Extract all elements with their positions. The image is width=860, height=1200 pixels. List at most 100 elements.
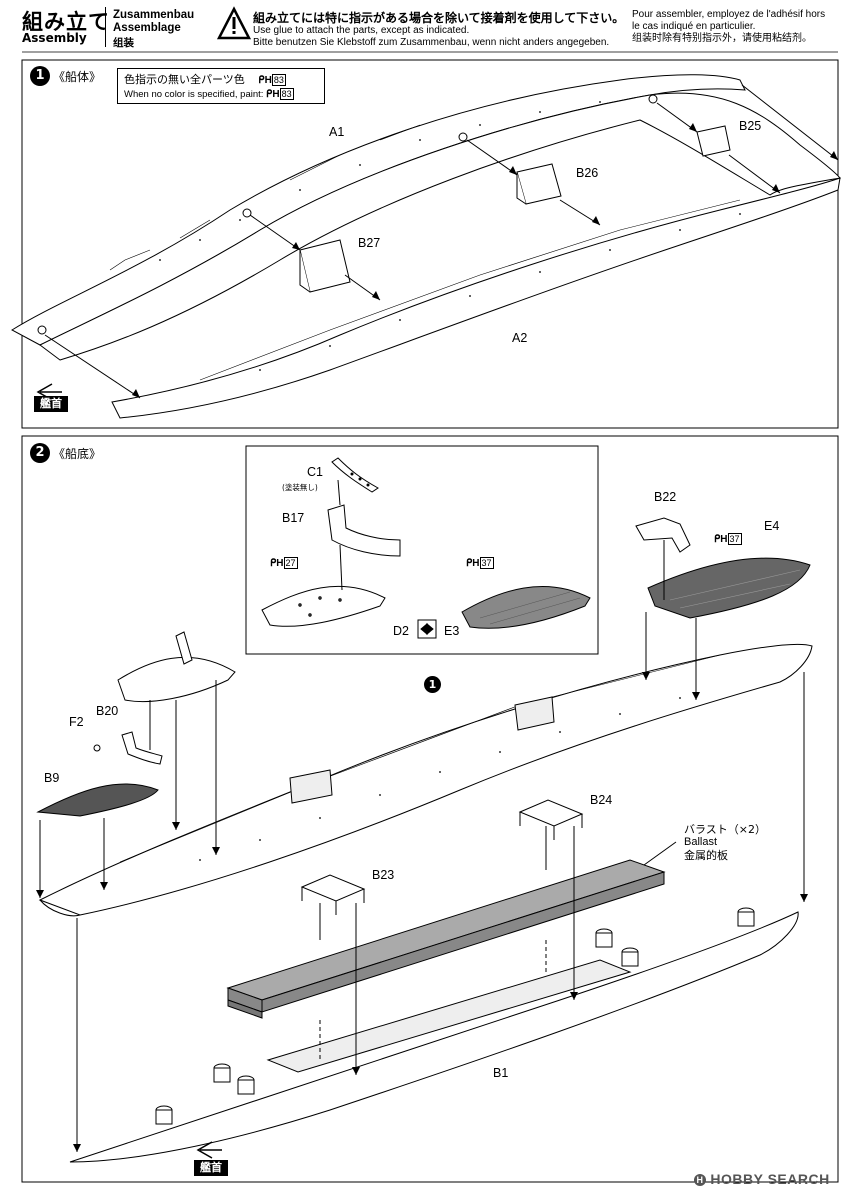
paint-prefix-37a: ᑭ [466, 558, 473, 569]
part-b24 [518, 799, 584, 840]
step2-label: 《船底》 [53, 447, 102, 461]
bow-arrow-icon-2 [196, 1141, 222, 1159]
part-b22 [635, 517, 691, 553]
assembly-title-cn: 组装 [113, 37, 134, 49]
bow-label-2: 艦首 [194, 1160, 228, 1176]
glue-note-fr-cn: Pour assembler, employez de l'adhésif ho… [632, 9, 825, 45]
paint-code: 83 [271, 74, 286, 86]
step2-frame [21, 435, 839, 1183]
label-f2: F2 [69, 715, 84, 729]
glue-note-en-de: Use glue to attach the parts, except as … [253, 25, 609, 48]
part-b23 [300, 874, 366, 915]
warning-triangle-icon [216, 6, 252, 40]
bulkhead-b25 [696, 125, 731, 157]
paint27-letter: H [276, 558, 284, 569]
step1-arrowheads [132, 123, 838, 398]
inset-frame [245, 445, 599, 655]
label-b9: B9 [44, 771, 60, 785]
watermark-logo-icon: H [694, 1174, 706, 1187]
paint37a-letter: H [472, 558, 480, 569]
label-b20: B20 [96, 704, 119, 718]
watermark-text: HOBBY SEARCH [710, 1171, 830, 1187]
part-f2 [93, 744, 101, 752]
part-d2 [261, 585, 386, 627]
glue-note-cn: 组装时除有特别指示外，请使用粘结剂。 [632, 33, 812, 44]
label-b24: B24 [590, 793, 613, 807]
glue-note-fr-1: Pour assembler, employez de l'adhésif ho… [632, 9, 826, 20]
part-b20 [121, 731, 163, 765]
ref-step1-icon: 1 [424, 676, 441, 693]
title-de: Zusammenbau [113, 9, 195, 21]
part-b9 [36, 783, 159, 817]
part-e3 [461, 586, 591, 629]
hull-half-a2 [111, 177, 841, 419]
ballast-label-ja: バラスト（×2） [684, 823, 766, 836]
inset-arrows [337, 479, 343, 591]
paint-prefix: ᑭ [258, 75, 265, 86]
glue-note-ja: 組み立てには特に指示がある場合を除いて接着剤を使用して下さい。 [253, 11, 625, 25]
glue-note-en: Use glue to attach the parts, except as … [253, 25, 470, 36]
part-e4 [647, 557, 811, 619]
paint-prefix-27: ᑭ [270, 558, 277, 569]
paint37b-letter: H [720, 534, 728, 545]
paint-prefix-letter: H [264, 75, 272, 86]
label-c1-note: (塗装無し) [282, 483, 318, 492]
color-note-box [117, 68, 325, 104]
label-b17: B17 [282, 511, 305, 525]
paint-prefix-letter-2: H [272, 89, 280, 100]
paint-prefix-37b: ᑭ [714, 534, 721, 545]
bulkhead-b27 [299, 239, 351, 293]
bow-label: 艦首 [34, 396, 68, 412]
step2-number: 2 [30, 443, 50, 463]
assembly-title-de-fr: Zusammenbau Assemblage [113, 9, 194, 35]
ballast-mounts [155, 907, 755, 1125]
ballast-label: バラスト（×2） Ballast 金属的板 [684, 823, 766, 862]
swap-icon [417, 619, 437, 639]
label-b22: B22 [654, 490, 677, 504]
glue-note-fr-2: le cas indiqué en particulier. [632, 21, 756, 32]
step2-arrowheads [36, 672, 808, 1152]
label-c1: C1 [307, 465, 323, 479]
label-b23: B23 [372, 868, 395, 882]
watermark: H HOBBY SEARCH [694, 1171, 830, 1187]
step1-label: 《船体》 [53, 70, 102, 84]
step1-number: 1 [30, 66, 50, 86]
label-e4: E4 [764, 519, 780, 533]
label-e3: E3 [444, 624, 460, 638]
label-b26: B26 [576, 166, 599, 180]
lower-hull-b1 [69, 907, 799, 1163]
ballast-plates [226, 859, 666, 1019]
title-fr: Assemblage [113, 22, 181, 34]
paint-prefix-2: ᑭ [266, 89, 273, 100]
label-a2: A2 [512, 331, 528, 345]
assembly-title-en: Assembly [22, 31, 87, 45]
part-c1 [331, 457, 379, 493]
part-bow-deck [117, 631, 236, 703]
header-divider [105, 7, 106, 47]
label-d2: D2 [393, 624, 409, 638]
assembly-title-ja: 組み立て [22, 10, 110, 34]
label-b1: B1 [493, 1066, 509, 1080]
label-b27: B27 [358, 236, 381, 250]
hull-half-a1 [11, 74, 841, 361]
paint37b-code: 37 [727, 533, 742, 545]
step1-frame [21, 59, 839, 429]
bulkhead-b26 [516, 163, 562, 205]
part-b17 [327, 504, 401, 557]
ballast-label-en: Ballast [684, 836, 718, 848]
paint37a-code: 37 [479, 557, 494, 569]
paint27-code: 27 [283, 557, 298, 569]
paint-code-2: 83 [279, 88, 294, 100]
glue-note-de: Bitte benutzen Sie Klebstoff zum Zusamme… [253, 36, 610, 48]
ballast-label-cn: 金属的板 [684, 849, 728, 862]
label-b25: B25 [739, 119, 762, 133]
color-note-ja-text: 色指示の無い全パーツ色 [124, 73, 245, 86]
label-a1: A1 [329, 125, 345, 139]
